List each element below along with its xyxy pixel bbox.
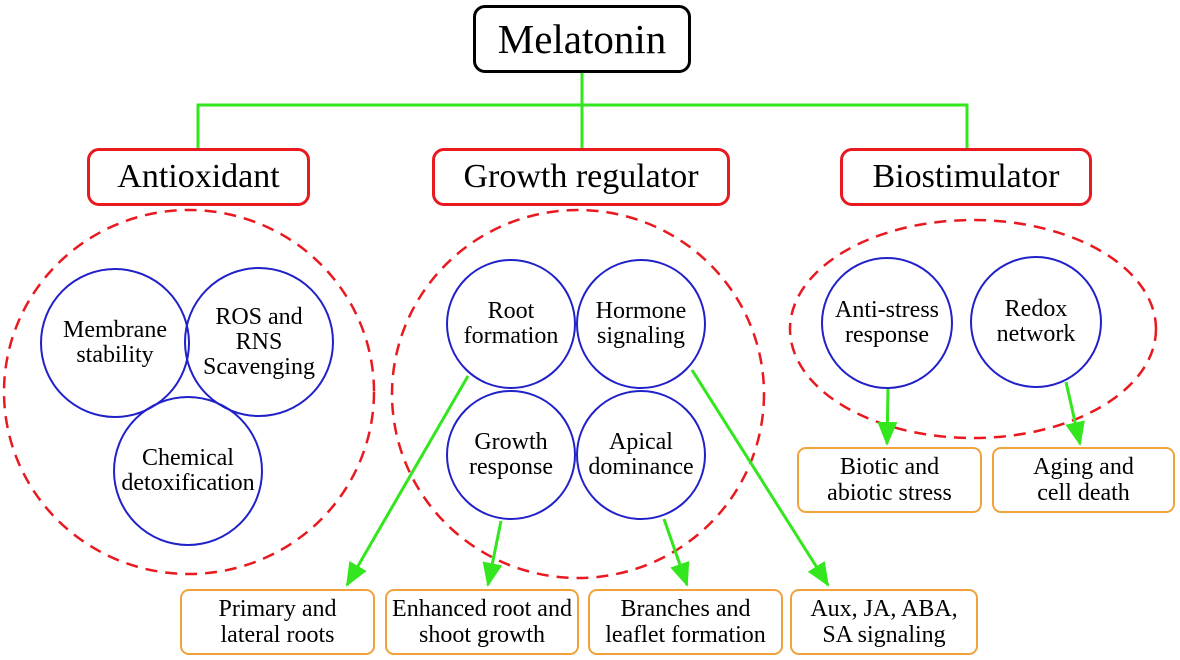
node-label: Hormone signaling bbox=[595, 298, 687, 349]
node-label: Anti-stress response bbox=[835, 297, 939, 348]
node-label: Biostimulator bbox=[872, 158, 1060, 195]
outcome-aging-cell-death: Aging and cell death bbox=[992, 447, 1175, 513]
category-biostimulator: Biostimulator bbox=[840, 148, 1092, 206]
node-label: Apical dominance bbox=[588, 429, 694, 480]
function-hormone-signaling: Hormone signaling bbox=[576, 259, 706, 389]
node-label: Membrane stability bbox=[63, 317, 167, 368]
node-label: Branches and leaflet formation bbox=[605, 596, 766, 648]
function-ros-rns-scavenging: ROS and RNS Scavenging bbox=[184, 267, 334, 417]
node-label: Aux, JA, ABA, SA signaling bbox=[810, 596, 958, 648]
node-label: Root formation bbox=[463, 298, 559, 349]
node-label: Growth regulator bbox=[463, 158, 699, 195]
melatonin-node: Melatonin bbox=[473, 5, 691, 73]
arrow-anti-stress-to-biotic-stress bbox=[877, 388, 898, 446]
arrow-root-formation-to-primary-roots bbox=[345, 375, 470, 587]
arrow-hormone-signaling-to-aux-signaling bbox=[690, 369, 830, 587]
function-redox-network: Redox network bbox=[970, 256, 1102, 388]
function-anti-stress-response: Anti-stress response bbox=[821, 257, 953, 389]
node-label: Growth response bbox=[469, 429, 553, 480]
function-membrane-stability: Membrane stability bbox=[40, 268, 190, 418]
node-label: Redox network bbox=[996, 296, 1076, 347]
function-root-formation: Root formation bbox=[446, 259, 576, 389]
growth-regulator-group-ring bbox=[390, 208, 766, 580]
function-chemical-detoxification: Chemical detoxification bbox=[113, 396, 263, 546]
arrow-growth-response-to-enhanced-growth bbox=[482, 520, 503, 587]
outcome-enhanced-root-shoot-growth: Enhanced root and shoot growth bbox=[385, 589, 579, 655]
outcome-branches-leaflet-formation: Branches and leaflet formation bbox=[588, 589, 783, 655]
biostimulator-group-ring bbox=[788, 218, 1158, 440]
outcome-primary-lateral-roots: Primary and lateral roots bbox=[180, 589, 375, 655]
arrow-apical-dominance-to-branches bbox=[662, 518, 690, 587]
outcome-biotic-abiotic-stress: Biotic and abiotic stress bbox=[797, 447, 982, 513]
outcome-hormone-signaling-pathways: Aux, JA, ABA, SA signaling bbox=[790, 589, 978, 655]
node-label: ROS and RNS Scavenging bbox=[203, 303, 315, 380]
node-label: Melatonin bbox=[497, 16, 667, 62]
node-label: Biotic and abiotic stress bbox=[827, 454, 952, 506]
node-label: Aging and cell death bbox=[1033, 454, 1134, 506]
arrow-redox-to-aging bbox=[1064, 381, 1085, 446]
connector-branch-bar bbox=[196, 103, 969, 148]
node-label: Primary and lateral roots bbox=[218, 596, 337, 648]
function-growth-response: Growth response bbox=[446, 390, 576, 520]
node-label: Enhanced root and shoot growth bbox=[392, 596, 572, 648]
category-antioxidant: Antioxidant bbox=[87, 148, 310, 206]
category-growth-regulator: Growth regulator bbox=[432, 148, 730, 206]
antioxidant-group-ring bbox=[2, 208, 376, 576]
node-label: Antioxidant bbox=[117, 158, 280, 195]
node-label: Chemical detoxification bbox=[121, 445, 255, 496]
function-apical-dominance: Apical dominance bbox=[576, 390, 706, 520]
